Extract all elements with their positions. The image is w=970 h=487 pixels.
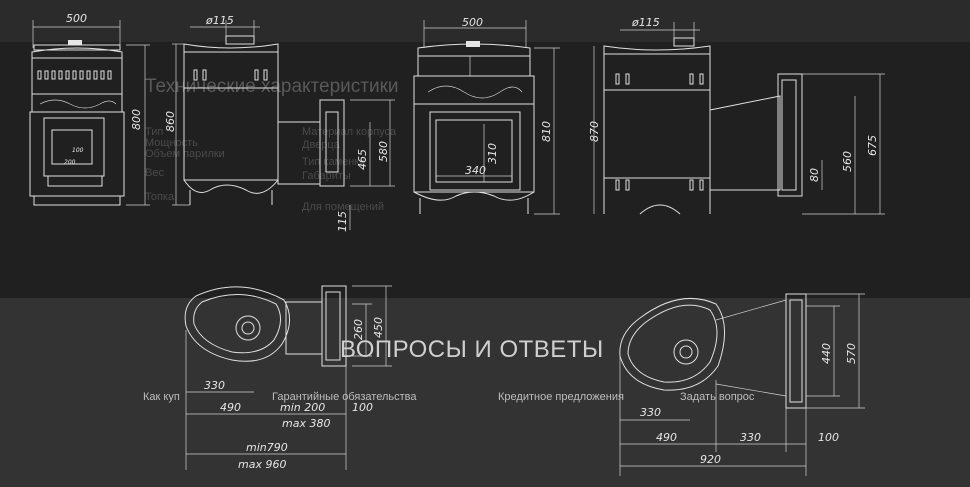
dim-depth-a: 330 [640, 406, 661, 419]
faq-link-how-to-buy[interactable]: Как куп [143, 391, 180, 403]
specs-heading: Технические характеристики [145, 76, 399, 97]
front-view-1: 500 100 200 800 [29, 12, 150, 206]
vent-slots [37, 70, 112, 80]
dim-tank-inner: 560 [841, 151, 854, 172]
dim-height: 870 [588, 121, 601, 142]
dim-min: min 200 [280, 401, 325, 414]
dim-pipe: ø115 [631, 16, 660, 29]
side-vents-lower [615, 179, 704, 191]
dim-width: 450 [372, 317, 385, 338]
faq-link-warranty[interactable]: Гарантийные обязательства [272, 391, 417, 403]
dim-door-width: 200 [64, 159, 76, 166]
spec-label: Дверца [302, 139, 340, 151]
faq-link-credit[interactable]: Кредитное предложения [498, 391, 624, 403]
dim-tank-height: 580 [377, 141, 390, 162]
spec-label: Мощность [145, 137, 198, 149]
dim-tunnel-height: 440 [820, 343, 833, 364]
dim-depth-b: 490 [220, 401, 241, 414]
spec-label: Вес [145, 167, 164, 179]
side-view-2: ø115 870 675 560 80 [588, 16, 885, 215]
dim-tank-height: 675 [866, 135, 879, 156]
dim-tunnel-height: 260 [352, 319, 365, 340]
dim-max-total: max 960 [238, 458, 286, 471]
dim-door-height: 100 [72, 147, 84, 154]
dim-tunnel-b: 100 [818, 431, 839, 444]
top-band [0, 0, 970, 42]
side-vents [193, 69, 268, 81]
dim-max: max 380 [282, 417, 330, 430]
dim-depth-a: 330 [204, 379, 225, 392]
dim-step: 80 [808, 168, 821, 182]
side-vents [615, 73, 704, 85]
front-view-2: 500 340 310 810 [413, 16, 560, 215]
dim-tunnel: 100 [352, 401, 373, 414]
faq-heading: ВОПРОСЫ И ОТВЕТЫ [340, 336, 604, 363]
dim-total: 920 [700, 453, 721, 466]
dim-pipe: ø115 [205, 14, 234, 27]
dim-tank-inner: 465 [356, 149, 369, 170]
spec-label: Тип каменки [302, 156, 366, 168]
dim-leg: 115 [336, 211, 349, 232]
top-view-1: 260 450 330 490 min 200 max 380 100 min7… [184, 285, 392, 471]
faq-link-ask-question[interactable]: Задать вопрос [680, 391, 755, 403]
dim-door-height: 310 [486, 143, 499, 164]
spec-label: Топка [145, 191, 175, 203]
dim-width: 500 [66, 12, 87, 25]
dim-height: 810 [540, 121, 553, 142]
dim-width: 500 [462, 16, 483, 29]
spec-label: Габариты [302, 170, 351, 182]
side-view-1: ø115 860 580 465 115 [164, 14, 395, 232]
spec-label: Тип [145, 126, 164, 138]
faq-band [0, 298, 970, 487]
dim-height: 800 [130, 109, 143, 130]
dim-min-total: min790 [246, 441, 288, 454]
specs-band [0, 42, 970, 298]
dim-depth-b: 490 [656, 431, 677, 444]
dim-width: 570 [845, 343, 858, 364]
spec-label: Для помещений [302, 201, 385, 213]
top-view-2: 440 570 330 490 330 100 920 [619, 293, 865, 476]
spec-label: Объем парилки [145, 148, 225, 160]
dim-height: 860 [164, 111, 177, 132]
dim-door-width: 340 [465, 164, 486, 177]
dim-tunnel-a: 330 [740, 431, 761, 444]
